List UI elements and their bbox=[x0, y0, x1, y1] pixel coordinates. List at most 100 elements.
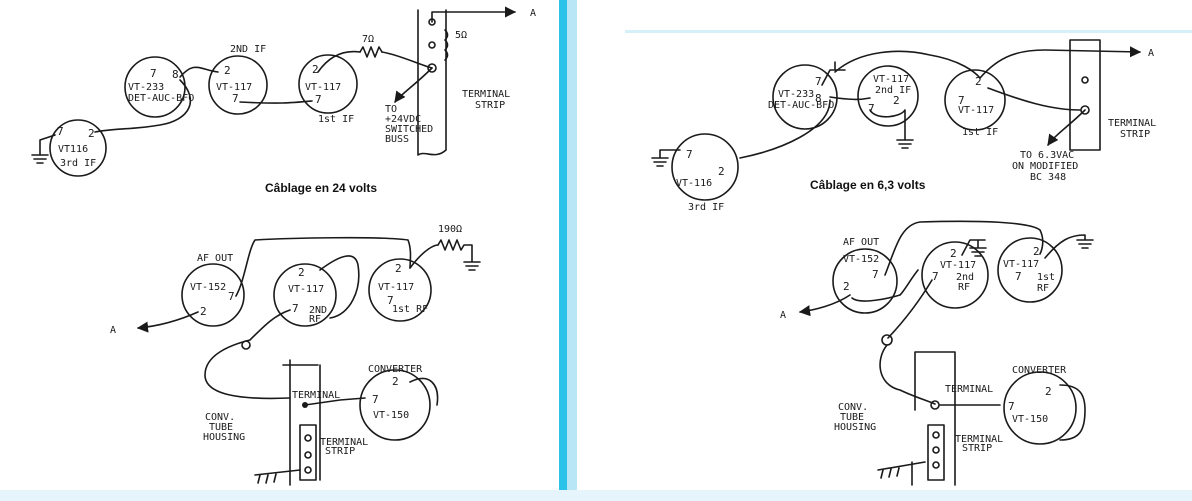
tube-tag: 1st bbox=[1037, 272, 1055, 283]
strip-label: TERMINAL bbox=[320, 437, 368, 448]
tube-tag: 1st IF bbox=[318, 114, 354, 125]
tube-converter-right bbox=[1003, 371, 1077, 445]
pin-7: 7 bbox=[815, 75, 822, 88]
tube-2nd-if-right bbox=[857, 65, 919, 127]
arrow-label-a: A bbox=[530, 8, 536, 19]
pin-2: 2 bbox=[224, 64, 231, 77]
panel-divider-shadow bbox=[567, 0, 577, 501]
tube-label: VT-233 bbox=[778, 89, 814, 100]
pin-7: 7 bbox=[57, 125, 64, 138]
left-top-schematic: 7 8 VT-233 DET-AUC-BFO 2ND IF VT-117 2 7… bbox=[31, 6, 536, 177]
strip-label: TERMINAL bbox=[955, 434, 1003, 445]
housing-label: TUBE bbox=[209, 422, 233, 433]
pin-2: 2 bbox=[298, 266, 305, 279]
pin-7: 7 bbox=[150, 67, 157, 80]
pin-7: 7 bbox=[686, 148, 693, 161]
strip-label: STRIP bbox=[1120, 129, 1150, 140]
pin-8: 8 bbox=[815, 92, 822, 105]
tube-label: VT-233 bbox=[128, 82, 164, 93]
housing-label: TUBE bbox=[840, 412, 864, 423]
note-line: ON MODIFIED bbox=[1012, 161, 1078, 172]
pin-2: 2 bbox=[392, 375, 399, 388]
af-out-label: AF OUT bbox=[197, 253, 233, 264]
tube-sub-label: DET-AUC-BFO bbox=[128, 93, 194, 104]
pin-7: 7 bbox=[932, 270, 939, 283]
arrow-label-a: A bbox=[110, 325, 116, 336]
tube-tag: RF bbox=[309, 314, 321, 325]
tube-tag: 2ND bbox=[309, 305, 327, 316]
terminal-point bbox=[427, 63, 437, 73]
note-line: TO bbox=[385, 104, 397, 115]
tube-label: VT-152 bbox=[190, 282, 226, 293]
tube-label: VT-117 bbox=[873, 74, 909, 85]
tube-tag: RF bbox=[958, 282, 970, 293]
arrow-label-a: A bbox=[780, 310, 786, 321]
tube-label: VT-117 bbox=[216, 82, 252, 93]
tube-1st-rf-left bbox=[368, 258, 432, 322]
pin-2: 2 bbox=[395, 262, 402, 275]
pin-7: 7 bbox=[1015, 270, 1022, 283]
pin-2: 2 bbox=[893, 94, 900, 107]
resistor-label: 5Ω bbox=[455, 30, 467, 41]
bottom-edge bbox=[0, 490, 1192, 501]
note-line: +24VDC bbox=[385, 114, 421, 125]
tube-tag: 1st RF bbox=[392, 304, 428, 315]
tube-tag: 2nd IF bbox=[875, 85, 911, 96]
pin-7: 7 bbox=[372, 393, 379, 406]
housing-label: CONV. bbox=[205, 412, 235, 423]
terminal-point bbox=[428, 41, 436, 49]
tube-tag: 3rd IF bbox=[688, 202, 724, 213]
tube-tag: RF bbox=[1037, 283, 1049, 294]
housing-label: HOUSING bbox=[834, 422, 876, 433]
pin-2: 2 bbox=[975, 75, 982, 88]
tube-label: VT-117 bbox=[288, 284, 324, 295]
strip-label: TERMINAL bbox=[1108, 118, 1156, 129]
tube-1st-rf-right bbox=[997, 237, 1063, 303]
af-out-label: AF OUT bbox=[843, 237, 879, 248]
pin-7: 7 bbox=[228, 290, 235, 303]
pin-7: 7 bbox=[315, 93, 322, 106]
pin-7: 7 bbox=[387, 294, 394, 307]
tube-label: VT-150 bbox=[373, 410, 409, 421]
tube-vt116-right bbox=[671, 133, 739, 201]
tube-tag: 2nd bbox=[956, 272, 974, 283]
pin-2: 2 bbox=[718, 165, 725, 178]
pin-7: 7 bbox=[292, 302, 299, 315]
tube-1st-if-left bbox=[298, 54, 358, 114]
pin-2: 2 bbox=[200, 305, 207, 318]
pin-7: 7 bbox=[958, 94, 965, 107]
strip-label: STRIP bbox=[475, 100, 505, 111]
right-bottom-schematic: AF OUT VT-152 2 7 2 VT-117 7 2nd RF 2 VT… bbox=[780, 220, 1094, 486]
note-line: BUSS bbox=[385, 134, 409, 145]
tube-vt152-left bbox=[181, 263, 245, 327]
pin-8: 8 bbox=[172, 68, 179, 81]
terminal-label: TERMINAL bbox=[292, 390, 340, 401]
caption-24v: Câblage en 24 volts bbox=[265, 181, 377, 195]
tube-sub-label: DET-AUC-BFO bbox=[768, 100, 834, 111]
tube-tag: 2ND IF bbox=[230, 44, 266, 55]
arrow-label-a: A bbox=[1148, 48, 1154, 59]
note-line: BC 348 bbox=[1030, 172, 1066, 183]
panel-divider bbox=[559, 0, 567, 501]
resistor-label: 190Ω bbox=[438, 224, 462, 235]
tube-converter-left bbox=[359, 369, 431, 441]
pin-7: 7 bbox=[872, 268, 879, 281]
pin-2: 2 bbox=[88, 127, 95, 140]
pin-7: 7 bbox=[868, 102, 875, 115]
tube-2nd-rf-right bbox=[921, 241, 989, 309]
strip-label: STRIP bbox=[325, 446, 355, 457]
tube-label: VT-117 bbox=[958, 105, 994, 116]
housing-label: CONV. bbox=[838, 402, 868, 413]
pin-2: 2 bbox=[950, 247, 957, 260]
pin-2: 2 bbox=[1045, 385, 1052, 398]
tube-2nd-if-left bbox=[208, 55, 268, 115]
pin-7: 7 bbox=[1008, 400, 1015, 413]
right-panel-top-edge bbox=[625, 30, 1192, 33]
caption-6v3: Câblage en 6,3 volts bbox=[810, 178, 926, 192]
tube-label: VT-152 bbox=[843, 254, 879, 265]
resistor-label: 7Ω bbox=[362, 34, 374, 45]
tube-label: VT-116 bbox=[676, 178, 712, 189]
tube-label: VT116 bbox=[58, 144, 88, 155]
converter-title: CONVERTER bbox=[368, 364, 423, 375]
